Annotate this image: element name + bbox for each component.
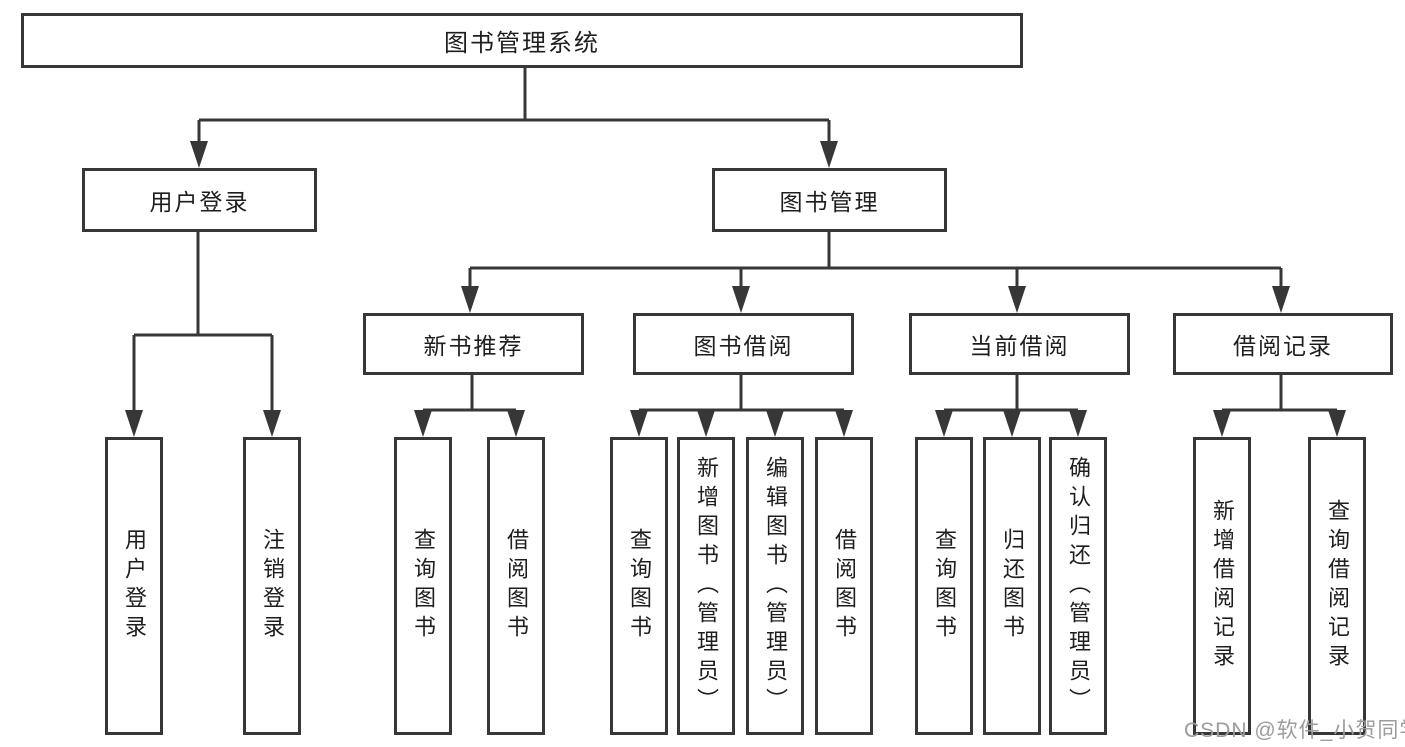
node-label: 图书管理系统 [444,30,600,57]
arrowhead-icon [1272,286,1290,313]
arrowhead-icon [263,410,281,437]
node-book-management: 图书管理 [712,168,947,232]
arrowhead-icon [1008,286,1026,313]
node-current-borrow: 当前借阅 [909,313,1130,375]
arrowhead-icon [414,410,432,437]
node-new-book-recommend: 新书推荐 [363,313,584,375]
node-user-login: 用户登录 [82,168,317,232]
arrowhead-icon [1069,410,1087,437]
leaf-borrow-books: 借阅图书 [815,437,873,735]
node-label: 图书管理 [779,189,880,215]
arrowhead-icon [935,410,953,437]
node-label: 新书推荐 [423,333,524,359]
leaf-query-books-current: 查询图书 [915,437,973,735]
node-book-borrow: 图书借阅 [633,313,854,375]
arrowhead-icon [732,286,750,313]
leaf-borrow-books-recommend: 借阅图书 [487,437,545,735]
leaf-return-book: 归还图书 [983,437,1041,735]
arrowhead-icon [125,410,143,437]
leaf-query-borrow-record: 查询借阅记录 [1308,437,1366,735]
leaf-add-book-admin: 新增图书（管理员） [677,437,735,735]
arrowhead-icon [766,410,784,437]
arrowhead-icon [1213,410,1231,437]
arrowhead-icon [1328,410,1346,437]
arrowhead-icon [507,410,525,437]
leaf-query-books-borrow: 查询图书 [610,437,668,735]
leaf-edit-book-admin: 编辑图书（管理员） [746,437,804,735]
node-label: 借阅记录 [1233,333,1333,359]
arrowhead-icon [1003,410,1021,437]
arrowhead-icon [820,141,838,168]
leaf-user-login: 用户登录 [105,437,163,735]
arrowhead-icon [190,141,208,168]
node-label: 用户登录 [149,189,250,215]
leaf-logout: 注销登录 [243,437,301,735]
arrowhead-icon [461,286,479,313]
leaf-confirm-return-admin: 确认归还（管理员） [1049,437,1107,735]
node-label: 图书借阅 [693,333,794,359]
arrowhead-icon [630,410,648,437]
csdn-watermark: CSDN @软件_小贺同学 [1184,719,1405,742]
leaf-add-borrow-record: 新增借阅记录 [1193,437,1251,735]
arrowhead-icon [835,410,853,437]
arrowhead-icon [697,410,715,437]
node-library-system: 图书管理系统 [21,13,1023,68]
node-borrow-records: 借阅记录 [1173,313,1393,375]
leaf-query-books-recommend: 查询图书 [394,437,452,735]
node-label: 当前借阅 [969,333,1070,359]
